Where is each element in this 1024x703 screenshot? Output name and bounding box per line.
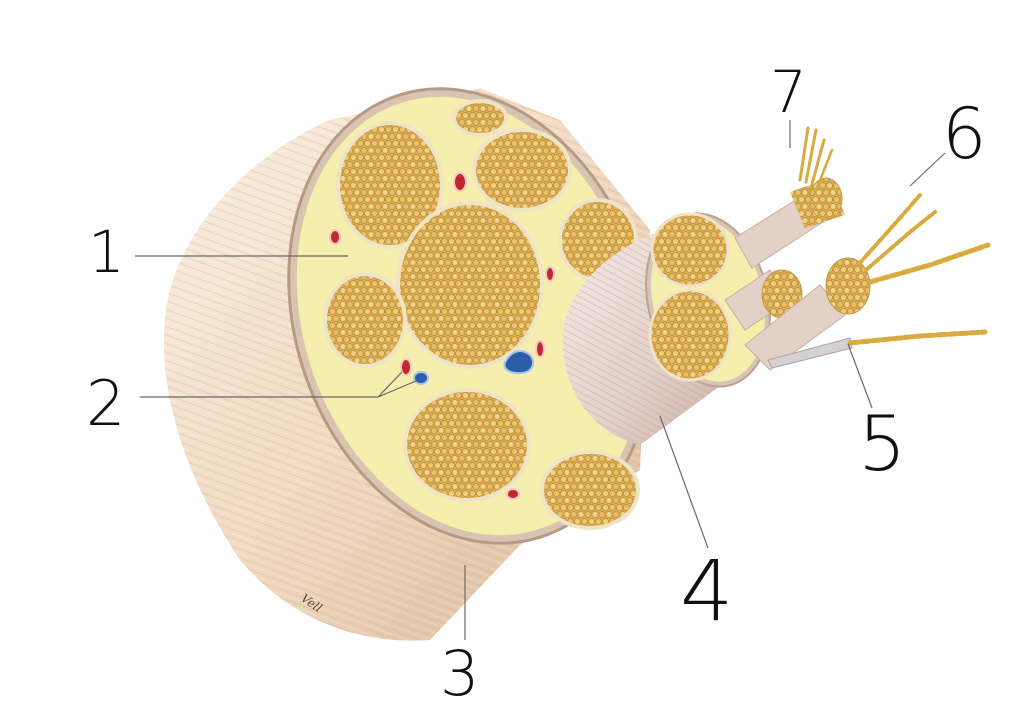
nerve-fibers	[798, 126, 991, 346]
artery	[400, 358, 412, 376]
artery	[535, 340, 545, 358]
label-4: 4	[680, 542, 733, 640]
leader-lines	[135, 120, 946, 640]
labels: 1 2 3 4 5 6 7 Vell	[86, 58, 987, 703]
leader-line-6	[909, 152, 946, 187]
vein	[503, 349, 535, 375]
artery	[545, 266, 555, 282]
artery	[453, 172, 467, 192]
label-3: 3	[440, 637, 479, 699]
vein	[413, 371, 429, 385]
label-7: 7	[770, 58, 807, 126]
label-6: 6	[942, 93, 987, 175]
label-1: 1	[88, 218, 125, 286]
label-2: 2	[86, 367, 125, 440]
artery	[329, 229, 341, 245]
blood-vessels	[329, 172, 555, 500]
axon-bundles	[724, 177, 871, 371]
extracted-fascicle	[562, 212, 771, 445]
fascicles	[323, 99, 640, 530]
leader-line-4	[659, 415, 709, 549]
leader-line-5	[847, 343, 873, 409]
artery	[506, 488, 520, 500]
label-5: 5	[858, 399, 906, 488]
leader-line-2b	[377, 371, 417, 398]
